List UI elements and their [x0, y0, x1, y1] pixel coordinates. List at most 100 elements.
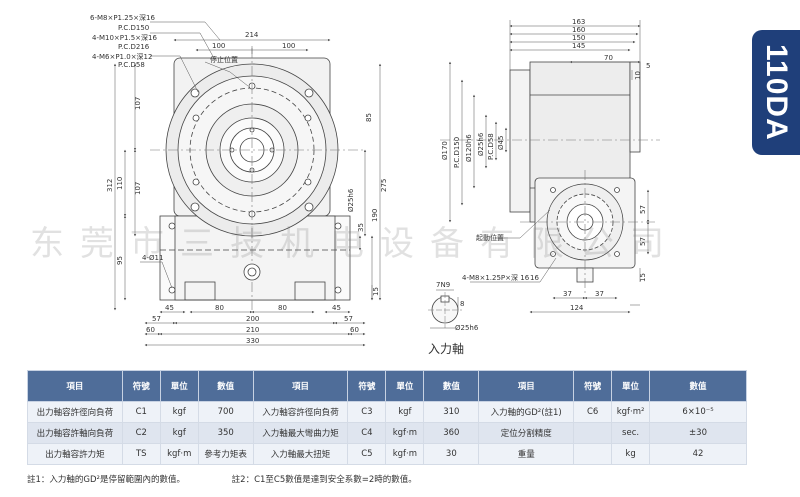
header-item-3: 項目	[478, 370, 575, 402]
dim-45-left: 45	[165, 304, 174, 312]
dim-190: 190	[371, 209, 379, 222]
table-cell: 30	[423, 443, 480, 465]
table-cell: 6×10⁻⁵	[649, 401, 747, 423]
mount-hole-label: 4-Ø11	[142, 254, 163, 262]
table-cell: C6	[573, 401, 613, 423]
hole-spec-3: 4-M6×P1.0×深12	[92, 52, 152, 61]
dim-110: 110	[116, 177, 124, 190]
side-hole-note: 4-M8×1.25P×深 16	[462, 273, 530, 282]
table-cell: 310	[423, 401, 480, 423]
table-cell: C5	[347, 443, 387, 465]
table-cell	[573, 443, 613, 465]
dim-95: 95	[116, 256, 124, 265]
table-cell: TS	[121, 443, 161, 465]
dim-85: 85	[365, 113, 373, 122]
dim-150: 150	[572, 34, 585, 42]
shaft-d8-label: 8	[460, 300, 464, 308]
footnote-1: 註1：入力軸的GD²是停留範圍內的數值。	[27, 475, 185, 485]
table-cell: 入力軸容許徑向負荷	[252, 401, 349, 423]
table-cell: sec.	[611, 422, 651, 444]
dim-275: 275	[380, 179, 388, 192]
table-cell	[573, 422, 613, 444]
dim-60-left: 60	[146, 326, 155, 334]
header-value-2: 數值	[423, 370, 480, 402]
dim-80-right: 80	[278, 304, 287, 312]
table-cell: 360	[423, 422, 480, 444]
header-symbol-3: 符號	[573, 370, 613, 402]
front-view	[150, 48, 365, 310]
dim-15: 15	[372, 287, 380, 296]
dim-100-right: 100	[282, 42, 295, 50]
table-cell: C2	[121, 422, 161, 444]
side-view	[440, 61, 660, 295]
hole-pcd-3: P.C.D58	[118, 61, 145, 69]
table-cell: kgf·m	[159, 443, 199, 465]
dim-phi170: Ø170	[441, 141, 449, 160]
shaft-detail	[428, 289, 462, 329]
table-cell: 參考力矩表	[197, 443, 254, 465]
table-cell: 重量	[478, 443, 575, 465]
model-tab: 110DA	[752, 30, 800, 155]
stop-position-label: 停止位置	[210, 55, 238, 64]
dim-phi45: Ø45	[497, 136, 505, 150]
input-shaft-caption: 入力軸	[428, 342, 465, 356]
header-symbol-2: 符號	[347, 370, 387, 402]
header-symbol-1: 符號	[121, 370, 161, 402]
dim-57-lower: 57	[639, 237, 647, 246]
dim-phi25: Ø25h6	[477, 132, 485, 156]
dim-57-upper: 57	[639, 205, 647, 214]
table-cell: 出力軸容許軸向負荷	[27, 422, 123, 444]
table-cell: 入力軸最大彎曲力矩	[252, 422, 349, 444]
table-cell: kgf	[159, 401, 199, 423]
hole-spec-1: 6-M8×P1.25×深16	[90, 13, 155, 22]
spec-table: 項目 符號 單位 數值 項目 符號 單位 數值 項目 符號 單位 數值 出力軸容…	[27, 370, 747, 465]
dim-210: 210	[246, 326, 259, 334]
dim-145: 145	[572, 42, 585, 50]
start-position-label: 起動位置	[476, 233, 504, 242]
shaft-phi25-label: Ø25h6	[455, 324, 479, 332]
dim-pcd150: P.C.D150	[453, 137, 461, 168]
dim-80-left: 80	[215, 304, 224, 312]
header-value-3: 數值	[649, 370, 747, 402]
dim-214: 214	[245, 31, 259, 39]
table-cell: 出力軸容許徑向負荷	[27, 401, 123, 423]
hole-pcd-1: P.C.D150	[118, 24, 149, 32]
spec-header-row: 項目 符號 單位 數值 項目 符號 單位 數值 項目 符號 單位 數值	[27, 370, 747, 402]
header-unit-1: 單位	[159, 370, 199, 402]
dim-phi120: Ø120h6	[465, 134, 473, 162]
dim-200: 200	[246, 315, 259, 323]
table-cell: 700	[197, 401, 254, 423]
table-cell: 42	[649, 443, 747, 465]
dim-124: 124	[570, 304, 584, 312]
header-value-1: 數值	[197, 370, 254, 402]
footnotes: 註1：入力軸的GD²是停留範圍內的數值。 註2：C1至C5數值是達到安全系數=2…	[27, 473, 461, 485]
table-cell: kgf·m²	[611, 401, 651, 423]
table-cell: 入力軸的GD²(註1)	[478, 401, 575, 423]
shaft-key-label: 7N9	[436, 281, 450, 289]
dim-163: 163	[572, 18, 585, 26]
table-cell: 定位分割精度	[478, 422, 575, 444]
header-unit-2: 單位	[385, 370, 425, 402]
table-cell: kgf	[385, 401, 425, 423]
table-cell: kgf·m	[385, 443, 425, 465]
front-dimension-lines	[113, 21, 382, 347]
side-dimension-lines	[448, 20, 650, 314]
footnote-2: 註2：C1至C5數值是達到安全系數=2時的數值。	[231, 475, 417, 485]
table-cell: 入力軸最大扭矩	[252, 443, 349, 465]
table-cell: 350	[197, 422, 254, 444]
dim-160: 160	[572, 26, 585, 34]
table-cell: kgf·m	[385, 422, 425, 444]
dim-107-upper: 107	[134, 97, 142, 110]
table-row: 出力軸容許力矩 TS kgf·m 參考力矩表 入力軸最大扭矩 C5 kgf·m …	[27, 443, 747, 465]
hole-spec-2: 4-M10×P1.5×深16	[92, 33, 157, 42]
dim-312: 312	[106, 179, 114, 192]
table-cell: C3	[347, 401, 387, 423]
table-cell: kg	[611, 443, 651, 465]
table-cell: kgf	[159, 422, 199, 444]
dim-330: 330	[246, 337, 259, 345]
table-row: 出力軸容許軸向負荷 C2 kgf 350 入力軸最大彎曲力矩 C4 kgf·m …	[27, 422, 747, 444]
header-item-2: 項目	[252, 370, 349, 402]
hole-pcd-2: P.C.D216	[118, 43, 150, 51]
dim-57-left: 57	[152, 315, 161, 323]
